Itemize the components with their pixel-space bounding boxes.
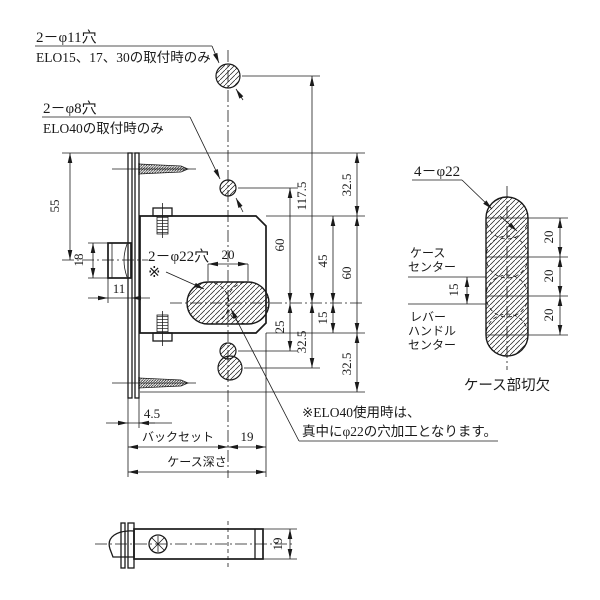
callout-phi22: 2－φ22穴 ※ — [148, 248, 209, 290]
bottom-screw-head — [148, 534, 168, 554]
extension-lines — [62, 75, 365, 477]
dim-45: 45 — [315, 255, 330, 268]
dim-case-depth: ケース深さ — [167, 455, 226, 469]
case-center-label: ケース センター — [408, 246, 456, 274]
phi11-note: ELO15、17、30の取付時のみ — [36, 50, 211, 65]
phi11-label: 2－φ11穴 — [36, 29, 97, 46]
dim-cutout-20-1: 20 — [541, 231, 556, 244]
dim-backset: バックセット — [142, 430, 214, 444]
dim-cutout-20-2: 20 — [541, 270, 556, 283]
svg-text:センター: センター — [408, 260, 456, 274]
dim-117-5: 117.5 — [294, 182, 309, 211]
note-line2: 真中にφ22の穴加工となります。 — [302, 424, 497, 439]
lever-center-label: レバー ハンドル センター — [408, 310, 456, 352]
dim-18: 18 — [71, 254, 86, 267]
horizontal-dimensions: 20 11 4.5 バックセット 19 ケース深さ — [88, 247, 266, 475]
dim-32-5-mid: 32.5 — [294, 331, 309, 354]
latch-bolt — [107, 242, 132, 279]
dim-11: 11 — [113, 281, 126, 296]
phi22-detail-label: 4－φ22 — [414, 164, 460, 180]
dim-cutout-20-3: 20 — [541, 309, 556, 322]
svg-text:センター: センター — [408, 338, 456, 352]
elo40-note: ※ELO40使用時は、 真中にφ22の穴加工となります。 — [230, 308, 498, 442]
main-view: 55 18 60 25 117.5 32.5 45 15 32.5 60 32.… — [35, 29, 498, 478]
phi8-label: 2－φ8穴 — [43, 100, 97, 117]
phi11-hole-bottom — [217, 355, 243, 381]
dim-19: 19 — [241, 429, 254, 444]
lock-case — [139, 215, 267, 334]
screw-post-bottom — [152, 311, 173, 346]
mounting-screw-top — [112, 163, 196, 175]
svg-text:レバー: レバー — [410, 310, 446, 324]
dim-4-5: 4.5 — [144, 406, 160, 421]
note-line1: ※ELO40使用時は、 — [302, 404, 421, 420]
dim-60-case: 60 — [339, 267, 354, 280]
case-cutout-detail: 20 20 20 15 ケース センター レバー ハンドル センター 4－φ22… — [408, 164, 568, 394]
callout-phi11: 2－φ11穴 ELO15、17、30の取付時のみ — [35, 29, 244, 101]
cutout-caption: ケース部切欠 — [464, 377, 550, 394]
svg-text:ケース: ケース — [410, 246, 445, 260]
cutout-dimensions: 20 20 20 — [541, 218, 563, 335]
phi11-hole-top — [215, 63, 241, 89]
cutout-slot — [485, 196, 529, 357]
bottom-view: 19 — [95, 521, 297, 569]
dim-cutout-15: 15 — [446, 284, 461, 297]
screw-post-top — [152, 203, 173, 238]
dim-bottom-19: 19 — [270, 538, 285, 551]
bottom-dimension-19: 19 — [263, 528, 297, 560]
svg-text:ハンドル: ハンドル — [408, 324, 456, 338]
dim-60-elo40: 60 — [272, 239, 287, 252]
phi8-note: ELO40の取付時のみ — [43, 121, 164, 136]
callout-phi8: 2－φ8穴 ELO40の取付時のみ — [42, 100, 244, 213]
phi22-label: 2－φ22穴 — [148, 248, 209, 265]
bottom-faceplate — [120, 522, 135, 569]
dim-32-5-top: 32.5 — [339, 174, 354, 197]
vertical-dimensions: 55 18 60 25 117.5 32.5 45 15 32.5 60 32.… — [47, 76, 360, 392]
phi22-asterisk: ※ — [148, 265, 161, 281]
faceplate — [127, 152, 140, 399]
mounting-screw-bottom — [112, 377, 196, 389]
dim-20: 20 — [222, 247, 235, 262]
dim-25: 25 — [272, 321, 287, 334]
dim-32-5-bot: 32.5 — [339, 353, 354, 376]
dim-55: 55 — [47, 200, 62, 213]
phi8-hole-top — [219, 179, 237, 197]
bottom-latch-bolt — [108, 530, 135, 558]
lever-hub-slot — [186, 281, 270, 325]
dim-15: 15 — [315, 312, 330, 325]
callout-4-phi22: 4－φ22 — [412, 164, 518, 232]
